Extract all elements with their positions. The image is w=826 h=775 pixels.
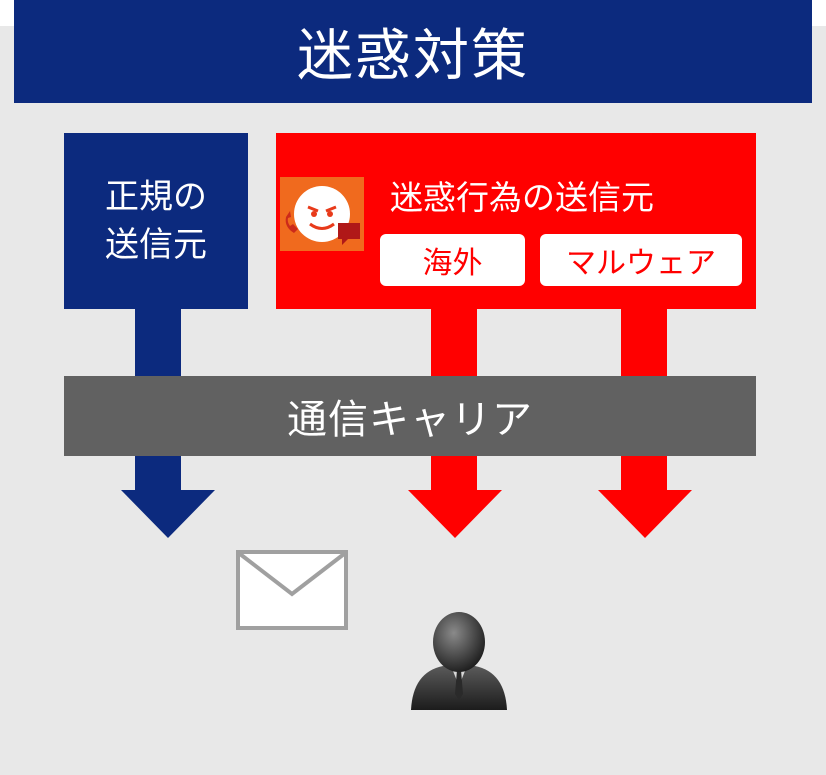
spam-sender-box: 迷惑行為の送信元 海外 マルウェア [276,133,756,309]
fraud-caller-icon [280,177,364,251]
malware-arrow-head [598,490,692,538]
carrier-label: 通信キャリア [287,397,533,443]
spam-sender-title: 迷惑行為の送信元 [390,178,654,217]
page-title-text: 迷惑対策 [297,24,529,89]
envelope-icon [236,550,348,630]
carrier-bar: 通信キャリア [64,376,756,456]
legit-arrow-head [121,490,215,538]
legit-sender-line1: 正規の [105,176,207,217]
overseas-tag: 海外 [380,234,525,286]
legit-sender-line2: 送信元 [105,225,207,265]
legit-sender-box: 正規の 送信元 [64,133,248,309]
page-title: 迷惑対策 [14,0,812,103]
malware-tag: マルウェア [540,234,742,286]
overseas-arrow-head [408,490,502,538]
user-person-icon [411,612,507,710]
